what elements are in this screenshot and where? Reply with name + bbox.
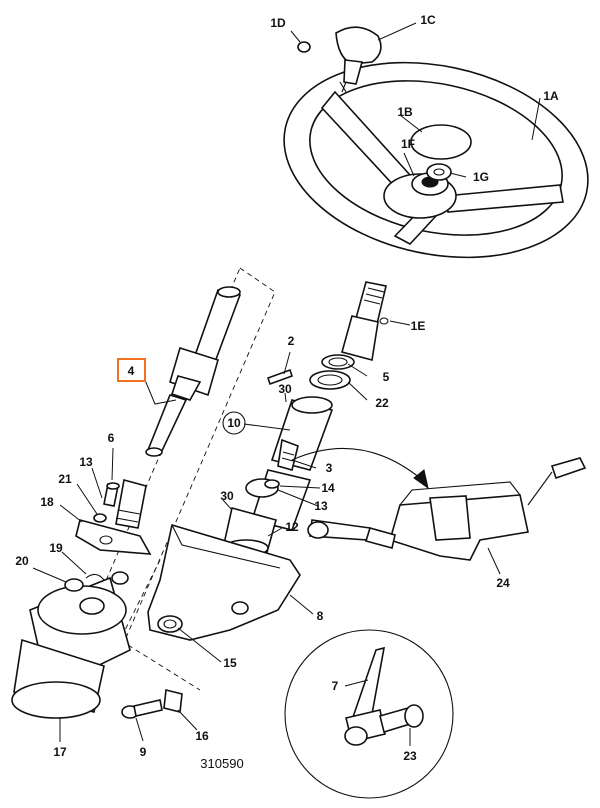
label-15: 15 [223,656,237,670]
label-1C: 1C [420,13,436,27]
upper-shaft [341,281,387,362]
label-2: 2 [288,334,295,348]
bush-19 [111,571,129,585]
label-17: 17 [53,745,67,759]
label-9: 9 [140,745,147,759]
label-1G: 1G [473,170,489,184]
label-1E: 1E [411,319,426,333]
circlip-19 [85,573,105,581]
highlight-box [117,358,146,382]
retaining-clip [379,317,389,325]
mounting-plate [75,519,152,555]
label-13-c: 13 [314,499,328,513]
leader-lines [32,22,541,746]
spring-washer [321,354,355,370]
centre-cap [410,124,472,160]
spinner-knob [335,26,382,93]
detail-inset [284,629,454,799]
column-switch [307,457,587,561]
washer-21 [93,513,107,523]
mounting-bracket [147,523,301,641]
plate-bolt [103,482,120,507]
bush-20 [64,578,84,592]
label-3: 3 [326,461,333,475]
label-14: 14 [321,481,335,495]
label-6: 6 [108,431,115,445]
label-20: 20 [15,554,29,568]
label-19: 19 [49,541,63,555]
figure-number: 310590 [200,756,243,771]
label-5: 5 [383,370,390,384]
universal-joint-shaft [145,286,242,457]
curved-arrow [291,447,429,490]
label-12: 12 [285,520,299,534]
label-1F: 1F [401,137,415,151]
label-1D: 1D [270,16,286,30]
label-24: 24 [496,576,510,590]
label-13-a: 13 [79,455,93,469]
label-7: 7 [332,679,339,693]
bolt-9 [121,699,163,719]
motor-housing [11,576,131,719]
pinion-shaft [115,478,147,529]
label-1A: 1A [543,89,559,103]
label-4: 4 [128,364,135,378]
clip-16 [163,689,183,713]
small-cap [297,41,311,53]
callout-labels: 1A 1B 1C 1D 1E 1F 1G 2 3 4 5 6 7 8 9 10 … [15,13,559,771]
label-30-b: 30 [220,489,234,503]
label-30-a: 30 [278,382,292,396]
label-23: 23 [403,749,417,763]
label-10: 10 [227,416,241,430]
wheel-nut [426,163,452,181]
label-16: 16 [195,729,209,743]
label-8: 8 [317,609,324,623]
steering-wheel [283,61,589,259]
label-22: 22 [375,396,389,410]
bearing-ring [309,370,351,390]
label-21: 21 [58,472,72,486]
label-18: 18 [40,495,54,509]
pinch-bolt [277,438,299,471]
roll-pin [266,368,294,386]
label-1B: 1B [397,105,413,119]
